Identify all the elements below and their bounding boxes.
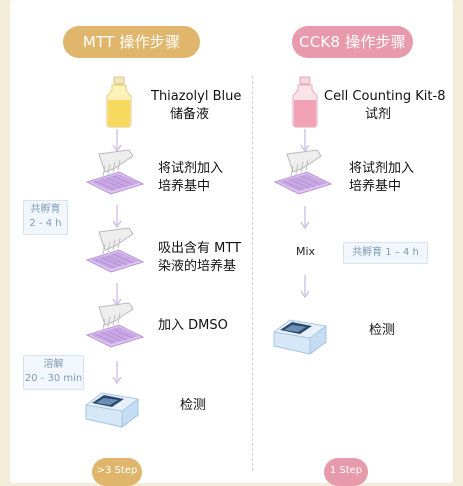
cck8-step-add-line2: 培养基中 [349,179,402,194]
cck8-arrow-3 [300,275,310,299]
mtt-remove-plate-icon [85,227,145,273]
protocol-card [10,0,453,483]
cck8-step-bottle-line1: Cell Counting Kit-8 [324,89,446,104]
cck8-plate-reader-icon [273,319,327,355]
cck8-arrow-1 [300,129,310,153]
mtt-bottle-icon [106,76,132,128]
mtt-step-add-line2: 培养基中 [158,179,211,194]
cck8-step-bottle-line2: 试剂 [365,107,392,122]
mtt-dissolve-note: 溶解 20 - 30 min [23,355,84,390]
mtt-incubate-line2: 2 - 4 h [29,218,62,229]
mtt-step-dmso: 加入 DMSO [158,318,228,333]
mtt-add-plate-icon [85,149,145,195]
mtt-step-remove-line2: 染液的培养基 [158,259,237,274]
mtt-arrow-2 [112,205,122,229]
cck8-mix-label: Mix [296,245,316,258]
cck8-steps-badge: 1 Step [324,458,368,486]
mtt-arrow-1 [112,129,122,153]
cck8-step-add-line1: 将试剂加入 [349,161,415,176]
mtt-dissolve-line1: 溶解 [43,359,64,370]
mtt-arrow-4 [112,361,122,385]
mtt-step-detect: 检测 [180,398,207,413]
mtt-header: MTT 操作步骤 [63,26,200,58]
mtt-dissolve-line2: 20 - 30 min [24,373,83,384]
cck8-incubate-note: 共孵育 1 – 4 h [343,242,428,264]
mtt-step-bottle-line1: Thiazolyl Blue [151,89,242,104]
cck8-header: CCK8 操作步骤 [292,26,413,58]
mtt-dmso-plate-icon [85,302,145,348]
cck8-bottle-icon [292,76,318,128]
cck8-arrow-2 [300,206,310,230]
mtt-incubate-note: 共孵育 2 - 4 h [23,200,68,235]
cck8-step-detect: 检测 [369,323,396,338]
mtt-step-remove-line1: 吸出含有 MTT [158,241,242,256]
mtt-plate-reader-icon [85,392,139,428]
mtt-step-add-line1: 将试剂加入 [158,161,224,176]
mtt-incubate-line1: 共孵育 [30,204,61,215]
cck8-add-plate-icon [273,149,333,195]
mtt-steps-badge: >3 Step [92,458,142,486]
mtt-step-bottle-line2: 储备液 [170,107,210,122]
column-divider [252,76,253,471]
